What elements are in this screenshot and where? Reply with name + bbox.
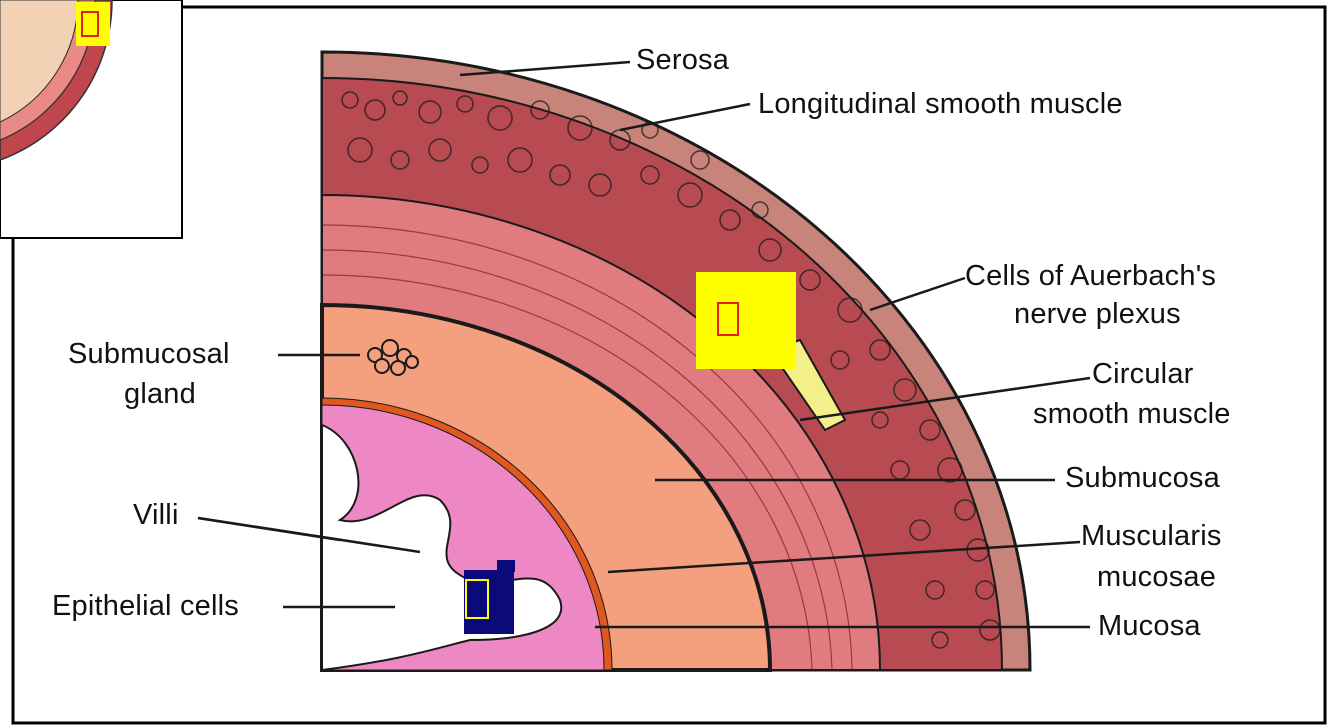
label-longitudinal-muscle: Longitudinal smooth muscle [758, 86, 1123, 122]
label-serosa: Serosa [636, 42, 729, 78]
navy-marker [464, 560, 515, 634]
label-mucosa: Mucosa [1098, 608, 1201, 644]
label-villi: Villi [133, 497, 179, 533]
highlight-box [696, 272, 796, 369]
label-submucosal-line2: gland [124, 376, 196, 412]
label-epithelial-cells: Epithelial cells [52, 588, 239, 624]
label-muscularis-line1: Muscularis [1081, 518, 1222, 554]
label-muscularis-line2: mucosae [1097, 559, 1216, 595]
label-circular-line1: Circular [1092, 356, 1194, 392]
label-auerbach-line1: Cells of Auerbach's [965, 258, 1285, 294]
missing-glyph-icon [717, 302, 739, 336]
label-auerbach-line2: nerve plexus [1014, 296, 1181, 332]
inset-thumbnail [0, 0, 182, 238]
label-submucosa: Submucosa [1065, 460, 1220, 496]
label-submucosal-line1: Submucosal [68, 336, 230, 372]
label-circular-line2: smooth muscle [1033, 396, 1231, 432]
